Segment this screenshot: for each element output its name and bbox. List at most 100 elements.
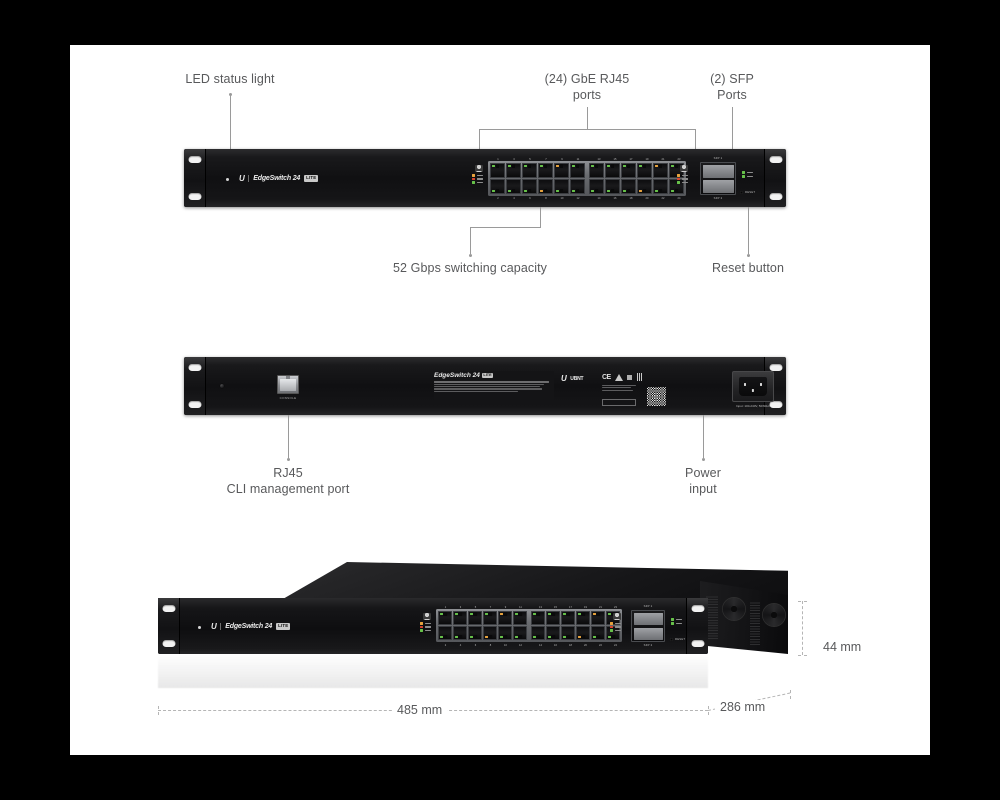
rj45-port-8[interactable] xyxy=(538,179,553,194)
rj45-port-14[interactable] xyxy=(589,179,604,194)
rj45-port-6[interactable] xyxy=(468,626,482,640)
rack-ear-left xyxy=(158,598,180,654)
rj45-port-16[interactable] xyxy=(546,626,560,640)
rj45-port-18[interactable] xyxy=(561,626,575,640)
port-group xyxy=(490,163,585,194)
sfp2-label: SFP 2 xyxy=(643,643,653,647)
dimension-width: 485 mm xyxy=(392,703,448,717)
rj45-port-17[interactable] xyxy=(561,611,575,625)
port-number-18: 18 xyxy=(629,196,633,200)
port-link-led xyxy=(563,613,566,616)
rj45-port-21[interactable] xyxy=(653,163,668,178)
rj45-port-1[interactable] xyxy=(490,163,505,178)
perspective-branding: U EdgeSwitch 24 LITE xyxy=(211,622,291,631)
rj45-port-11[interactable] xyxy=(513,611,527,625)
rj45-port-12[interactable] xyxy=(513,626,527,640)
sfp-slot-1[interactable] xyxy=(633,612,663,625)
rj45-port-10[interactable] xyxy=(498,626,512,640)
console-rj45-port[interactable] xyxy=(277,375,299,394)
rj45-port-2[interactable] xyxy=(438,626,452,640)
link-led-swatch xyxy=(610,629,613,632)
rj45-port-24[interactable] xyxy=(669,179,684,194)
model-name: EdgeSwitch 24 xyxy=(253,175,301,182)
rj45-port-21[interactable] xyxy=(591,611,605,625)
sfp-link-led xyxy=(742,175,745,178)
rj45-port-3[interactable] xyxy=(506,163,521,178)
rj45-key xyxy=(566,634,570,639)
rj45-key xyxy=(566,612,570,617)
rj45-port-1[interactable] xyxy=(438,611,452,625)
led-status-light xyxy=(226,178,229,181)
rj45-port-15[interactable] xyxy=(605,163,620,178)
rj45-port-bank[interactable] xyxy=(488,161,686,196)
port-link-led xyxy=(639,165,642,168)
rj45-port-22[interactable] xyxy=(653,179,668,194)
rj45-port-13[interactable] xyxy=(589,163,604,178)
port-link-led xyxy=(440,613,443,616)
port-number-8: 8 xyxy=(489,644,492,647)
rj45-port-3[interactable] xyxy=(453,611,467,625)
rj45-port-24[interactable] xyxy=(606,626,620,640)
reset-pinhole-icon[interactable] xyxy=(670,637,673,641)
chassis-top-face xyxy=(277,562,788,602)
rj45-port-12[interactable] xyxy=(570,179,585,194)
led-status-light xyxy=(198,626,201,629)
rj45-port-8[interactable] xyxy=(483,626,497,640)
rj45-port-11[interactable] xyxy=(570,163,585,178)
rj45-port-15[interactable] xyxy=(546,611,560,625)
rj45-port-9[interactable] xyxy=(554,163,569,178)
rj45-port-16[interactable] xyxy=(605,179,620,194)
leader-line-cli xyxy=(288,415,289,458)
rj45-key xyxy=(559,188,564,193)
reset-button[interactable]: RESET xyxy=(740,190,755,194)
rj45-port-17[interactable] xyxy=(621,163,636,178)
rj45-port-14[interactable] xyxy=(531,626,545,640)
rj45-port-10[interactable] xyxy=(554,179,569,194)
rj45-port-5[interactable] xyxy=(468,611,482,625)
sfp-slot-1[interactable] xyxy=(702,164,734,178)
rack-ear-left xyxy=(184,149,206,207)
rj45-port-19[interactable] xyxy=(637,163,652,178)
port-group xyxy=(531,611,620,640)
power-inlet-recess xyxy=(738,376,768,397)
leader-tick-capacity xyxy=(469,254,472,257)
rj45-port-13[interactable] xyxy=(531,611,545,625)
led-legend-rows xyxy=(420,622,433,632)
reset-button[interactable]: RESET xyxy=(670,637,685,641)
leader-elbow-capacity xyxy=(470,227,541,228)
leader-line-rj45 xyxy=(587,107,588,129)
rj45-port-7[interactable] xyxy=(483,611,497,625)
rj45-port-9[interactable] xyxy=(498,611,512,625)
dim-cap-width-right xyxy=(708,706,709,715)
rj45-port-2[interactable] xyxy=(490,179,505,194)
port-link-led xyxy=(655,165,658,168)
rj45-port-20[interactable] xyxy=(576,626,590,640)
rj45-port-22[interactable] xyxy=(591,626,605,640)
reset-pinhole-icon[interactable] xyxy=(740,190,743,194)
reset-label: RESET xyxy=(745,190,756,194)
port-number-20: 20 xyxy=(645,196,649,200)
rj45-port-4[interactable] xyxy=(506,179,521,194)
rj45-port-4[interactable] xyxy=(453,626,467,640)
sfp-cage[interactable] xyxy=(631,610,665,642)
port-link-led xyxy=(540,189,543,192)
rj45-port-7[interactable] xyxy=(538,163,553,178)
rj45-port-6[interactable] xyxy=(522,179,537,194)
port-link-led xyxy=(508,189,511,192)
callout-switching-capacity: 52 Gbps switching capacity xyxy=(392,261,548,275)
sfp-slot-2[interactable] xyxy=(702,179,734,193)
port-number-5: 5 xyxy=(474,606,477,609)
model-name: EdgeSwitch 24 xyxy=(225,623,273,630)
rj45-port-bank[interactable] xyxy=(436,609,622,642)
leader-tick-led xyxy=(229,93,232,96)
rj45-port-19[interactable] xyxy=(576,611,590,625)
sfp-slot-2[interactable] xyxy=(633,627,663,640)
sfp-cage[interactable] xyxy=(700,162,736,195)
port-link-led xyxy=(556,165,559,168)
sfp-led-text xyxy=(746,171,753,173)
power-input-connector[interactable] xyxy=(732,371,774,402)
rj45-port-5[interactable] xyxy=(522,163,537,178)
rj45-port-20[interactable] xyxy=(637,179,652,194)
rj45-port-18[interactable] xyxy=(621,179,636,194)
